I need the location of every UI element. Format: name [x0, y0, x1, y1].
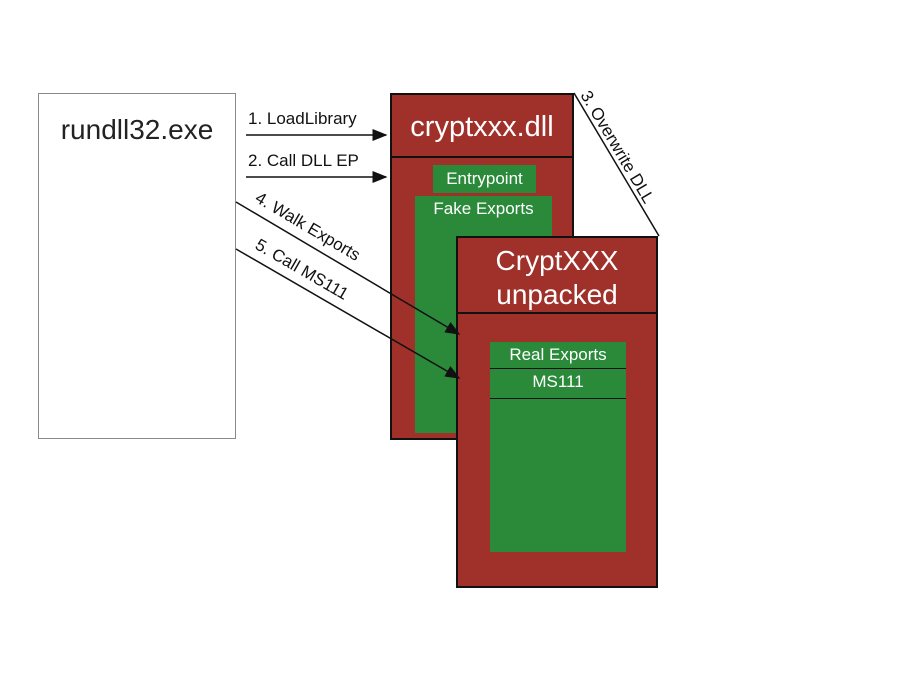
real-exports-section: Real Exports MS111: [490, 342, 626, 552]
unpacked-title-line1: CryptXXX: [495, 245, 619, 276]
overwrite-dll-line: [573, 92, 660, 237]
rundll32-label: rundll32.exe: [60, 114, 214, 145]
rundll32-process-box: rundll32.exe: [38, 93, 236, 439]
unpacked-header-divider: [458, 312, 656, 314]
fake-exports-label: Fake Exports: [433, 199, 534, 218]
step3-label: 3. Overwrite DLL: [577, 87, 658, 206]
cryptxxx-dll-title: cryptxxx.dll: [410, 111, 554, 143]
entrypoint-section: Entrypoint: [433, 165, 536, 193]
step1-label: 1. LoadLibrary: [248, 109, 357, 128]
walk-exports-arrow: [235, 201, 461, 335]
step2-label: 2. Call DLL EP: [248, 151, 359, 170]
ms111-export-entry: MS111: [490, 369, 626, 399]
real-exports-label: Real Exports: [490, 342, 626, 369]
unpacked-title-line2: unpacked: [496, 279, 618, 310]
dll-header-divider: [392, 156, 572, 158]
call-ms111-arrow: [235, 248, 461, 379]
cryptxxx-unpacked-container: CryptXXX unpacked Real Exports MS111: [456, 236, 658, 588]
